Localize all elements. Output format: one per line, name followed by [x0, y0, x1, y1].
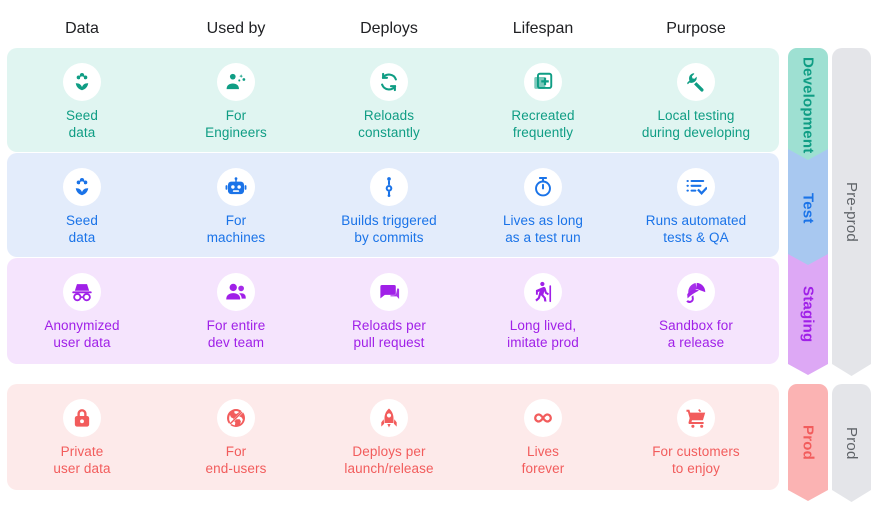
stage-row-development: Seed data For Engineers Reloads constantly… — [7, 48, 779, 152]
stage-arrow-label: Test — [799, 193, 817, 224]
elderly-walk-icon — [524, 273, 562, 311]
cell-staging-lifespan: Long lived, imitate prod — [468, 258, 618, 364]
cell-development-lifespan: Recreated frequently — [468, 48, 618, 152]
cell-caption: Seed data — [66, 108, 98, 140]
cell-development-data: Seed data — [7, 48, 157, 152]
cell-caption: Reloads per pull request — [352, 318, 426, 350]
stage-arrow-prod: Prod — [788, 384, 828, 501]
cell-test-purpose: Runs automated tests & QA — [621, 153, 771, 257]
stage-row-prod: Private user data For end-users Deploys pe… — [7, 384, 779, 490]
build-pin-icon — [370, 168, 408, 206]
column-header-used-by: Used by — [206, 20, 266, 37]
cell-prod-data: Private user data — [7, 384, 157, 490]
infinity-icon — [524, 399, 562, 437]
shopping-cart-icon — [677, 399, 715, 437]
cell-test-lifespan: Lives as long as a test run — [468, 153, 618, 257]
wrench-icon — [677, 63, 715, 101]
group-pre-prod: Pre-prod — [832, 48, 871, 376]
cell-prod-purpose: For customers to enjoy — [621, 384, 771, 490]
cell-staging-data: Anonymized user data — [7, 258, 157, 364]
cell-test-deploys: Builds triggered by commits — [314, 153, 464, 257]
umbrella-icon — [677, 273, 715, 311]
column-header-deploys: Deploys — [360, 20, 418, 37]
stage-arrow-label: Staging — [799, 286, 817, 343]
cell-caption: Lives as long as a test run — [502, 213, 584, 245]
cell-development-used-by: For Engineers — [161, 48, 311, 152]
stage-arrow-test: Test — [788, 149, 828, 268]
cell-caption: Deploys per launch/release — [344, 444, 434, 476]
cell-prod-used-by: For end-users — [161, 384, 311, 490]
cell-caption: For end-users — [205, 444, 267, 476]
cell-staging-deploys: Reloads per pull request — [314, 258, 464, 364]
seed-data-icon — [63, 63, 101, 101]
cell-caption: Recreated frequently — [511, 108, 575, 140]
group-label: Prod — [843, 426, 860, 460]
cell-test-used-by: For machines — [161, 153, 311, 257]
cell-caption: Builds triggered by commits — [341, 213, 437, 245]
cell-caption: Long lived, imitate prod — [507, 318, 579, 350]
cell-caption: Runs automated tests & QA — [645, 213, 747, 245]
chat-icon — [370, 273, 408, 311]
column-headers: Data Used by Deploys Lifespan Purpose — [7, 14, 779, 44]
seed-data-icon — [63, 168, 101, 206]
cell-caption: For entire dev team — [206, 318, 266, 350]
group-prod: Prod — [832, 384, 871, 502]
row-cells: Seed data For machines Builds triggered by… — [7, 153, 779, 257]
lock-icon — [63, 399, 101, 437]
reload-icon — [370, 63, 408, 101]
cell-test-data: Seed data — [7, 153, 157, 257]
cell-prod-lifespan: Lives forever — [468, 384, 618, 490]
stage-arrow-label: Development — [799, 57, 817, 154]
cell-caption: For machines — [206, 213, 266, 245]
column-header-purpose: Purpose — [666, 20, 726, 37]
cell-staging-used-by: For entire dev team — [161, 258, 311, 364]
cell-caption: For customers to enjoy — [652, 444, 740, 476]
cell-development-deploys: Reloads constantly — [314, 48, 464, 152]
incognito-icon — [63, 273, 101, 311]
stopwatch-icon — [524, 168, 562, 206]
engineers-icon — [217, 63, 255, 101]
group-label: Pre-prod — [843, 182, 860, 242]
column-header-data: Data — [65, 20, 99, 37]
cell-caption: Private user data — [53, 444, 111, 476]
cell-caption: Reloads constantly — [358, 108, 420, 140]
cell-caption: Local testing during developing — [641, 108, 751, 140]
robot-icon — [217, 168, 255, 206]
stage-arrow-label: Prod — [799, 425, 817, 460]
row-cells: Seed data For Engineers Reloads constantly… — [7, 48, 779, 152]
row-cells: Anonymized user data For entire dev team R… — [7, 258, 779, 364]
stage-arrow-staging: Staging — [788, 254, 828, 375]
checklist-icon — [677, 168, 715, 206]
row-cells: Private user data For end-users Deploys pe… — [7, 384, 779, 490]
cell-prod-deploys: Deploys per launch/release — [314, 384, 464, 490]
globe-block-icon — [217, 399, 255, 437]
cell-staging-purpose: Sandbox for a release — [621, 258, 771, 364]
cell-caption: For Engineers — [205, 108, 267, 140]
cell-caption: Seed data — [66, 213, 98, 245]
stage-row-test: Seed data For machines Builds triggered by… — [7, 153, 779, 257]
stage-row-staging: Anonymized user data For entire dev team R… — [7, 258, 779, 364]
cell-caption: Sandbox for a release — [659, 318, 733, 350]
stage-arrow-development: Development — [788, 48, 828, 163]
column-header-lifespan: Lifespan — [512, 20, 574, 37]
people-icon — [217, 273, 255, 311]
rocket-icon — [370, 399, 408, 437]
duplicate-add-icon — [524, 63, 562, 101]
cell-development-purpose: Local testing during developing — [621, 48, 771, 152]
cell-caption: Anonymized user data — [44, 318, 120, 350]
cell-caption: Lives forever — [521, 444, 565, 476]
